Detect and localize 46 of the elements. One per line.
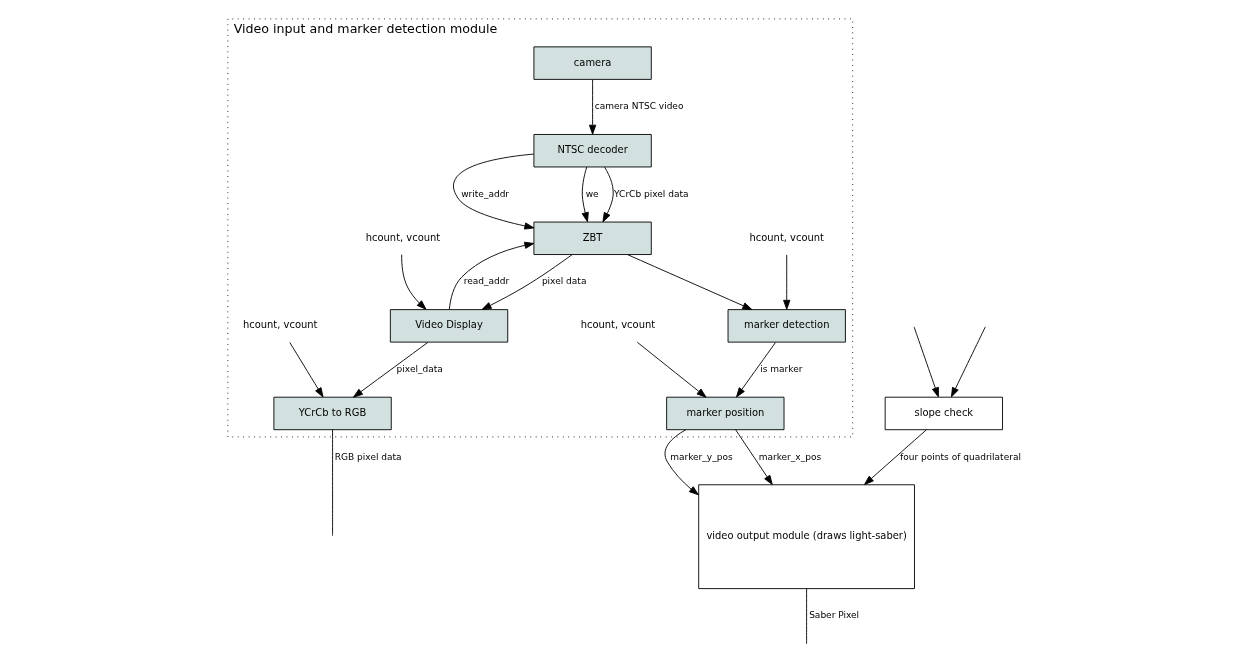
arrow — [353, 341, 429, 398]
edge-label: marker_x_pos — [758, 451, 822, 462]
arrow — [453, 153, 535, 230]
node-box: Video Display — [389, 309, 509, 343]
node-box: slope check — [884, 396, 1003, 431]
node-text: hcount, vcount — [749, 231, 824, 243]
arrow — [448, 241, 535, 310]
edge-label: Saber Pixel — [809, 610, 860, 621]
arrow — [783, 254, 791, 310]
node-box: camera — [533, 46, 652, 80]
node-box: NTSC decoder — [533, 134, 652, 168]
arrow — [636, 341, 707, 398]
edge-label: pixel data — [541, 276, 587, 287]
arrow — [481, 254, 573, 310]
edge-label: marker_y_pos — [670, 451, 733, 462]
edge-label: YCrCb pixel data — [614, 188, 689, 199]
arrow — [581, 166, 589, 223]
node-text: hcount, vcount — [365, 231, 441, 243]
node-box: YCrCb to RGB — [273, 396, 392, 431]
arrow — [736, 342, 776, 398]
edge-label: camera NTSC video — [594, 101, 684, 112]
edge-label: is marker — [760, 363, 803, 374]
arrow — [950, 326, 986, 398]
arrow — [602, 166, 614, 223]
edge-label: pixel_data — [396, 363, 443, 374]
arrow — [864, 429, 927, 485]
node-box: marker position — [666, 396, 785, 431]
connector — [806, 588, 808, 645]
edge-label: read_addr — [463, 276, 510, 287]
node-box: ZBT — [533, 221, 652, 255]
edge-label: four points of quadrilateral — [900, 451, 1021, 462]
edge-label: write_addr — [461, 188, 510, 199]
arrow — [401, 254, 427, 310]
arrow — [589, 79, 597, 135]
arrow — [913, 326, 939, 398]
node-text: hcount, vcount — [580, 319, 656, 331]
arrow — [627, 254, 753, 310]
edge-label: RGB pixel data — [334, 451, 402, 462]
arrow — [664, 429, 699, 496]
arrow — [289, 342, 324, 398]
edge-label: we — [585, 188, 599, 199]
node-box: marker detection — [727, 309, 846, 343]
arrow — [735, 429, 773, 485]
connector — [332, 429, 333, 537]
node-box: video output module (draws light-saber) — [698, 484, 915, 590]
node-text: hcount, vcount — [242, 319, 318, 331]
